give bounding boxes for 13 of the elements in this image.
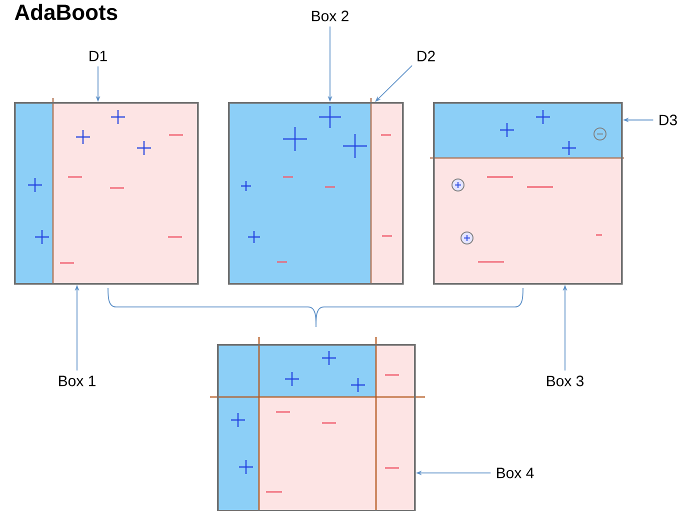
classifier-plot-drawing xyxy=(14,98,199,285)
arrow xyxy=(375,65,413,102)
box-label: D3 xyxy=(660,114,677,126)
classifier-plot-drawing xyxy=(430,102,624,285)
box-label: Box 4 xyxy=(497,468,534,478)
box-label: D1 xyxy=(90,50,107,62)
box-label: Box 2 xyxy=(312,10,348,22)
box-label: D2 xyxy=(418,50,435,62)
classifier-plot-drawing xyxy=(228,98,404,285)
classifier-plot-drawing xyxy=(210,337,425,511)
title: AdaBoots xyxy=(14,4,118,20)
box-label: Box 3 xyxy=(547,376,584,386)
box-label: Box 1 xyxy=(59,376,96,386)
